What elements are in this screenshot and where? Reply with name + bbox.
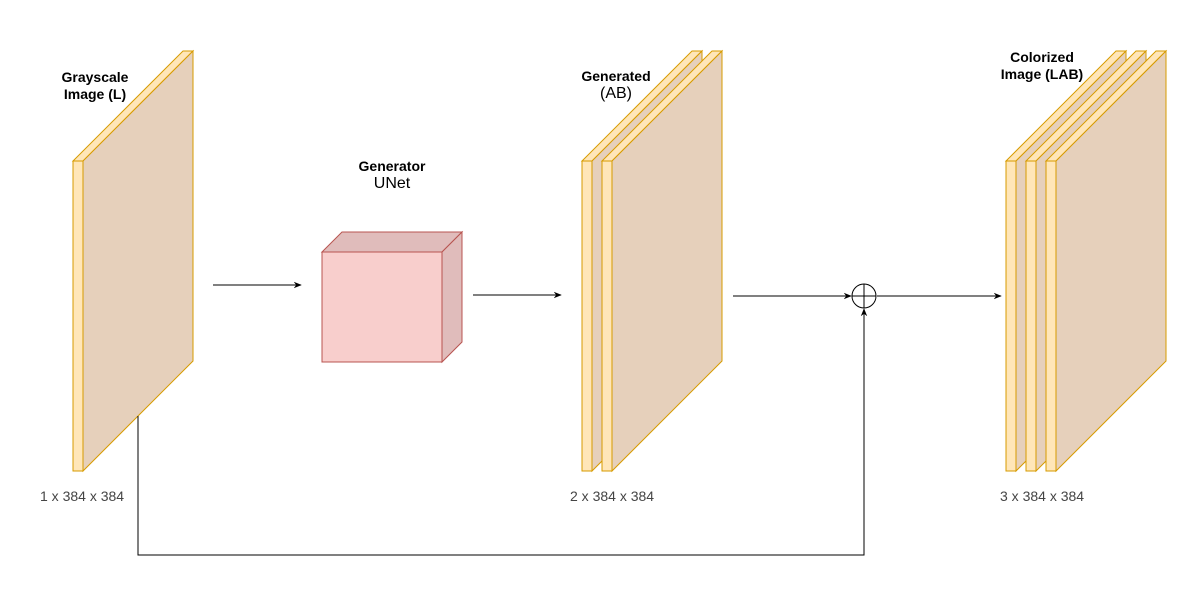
generated-ab-layer-2 (600, 49, 724, 473)
generator-title-line1: Generator (358, 158, 426, 174)
output-lab-layer-3 (1044, 49, 1168, 473)
generated-title-line1: Generated (581, 68, 651, 84)
input-title: Grayscale Image (L) (50, 69, 140, 103)
input-title-line2: Image (L) (63, 86, 127, 102)
output-title: Colorized Image (LAB) (992, 49, 1092, 83)
generator-unet-block (320, 230, 464, 364)
generated-title-line2: (AB) (600, 85, 632, 102)
output-dims-label: 3 x 384 x 384 (1000, 488, 1085, 504)
generated-title: Generated (AB) (566, 68, 666, 102)
generated-dims-label: 2 x 384 x 384 (570, 488, 655, 504)
input-title-line1: Grayscale (61, 69, 129, 85)
input-tensor-layer (71, 49, 195, 473)
generator-title-line2: UNet (373, 175, 411, 192)
generator-title: Generator UNet (337, 158, 447, 192)
input-dims-label: 1 x 384 x 384 (40, 488, 125, 504)
output-title-line2: Image (LAB) (1000, 66, 1084, 82)
skip-connection-line (137, 308, 868, 556)
concat-node-icon (851, 283, 877, 309)
output-title-line1: Colorized (1010, 49, 1074, 65)
